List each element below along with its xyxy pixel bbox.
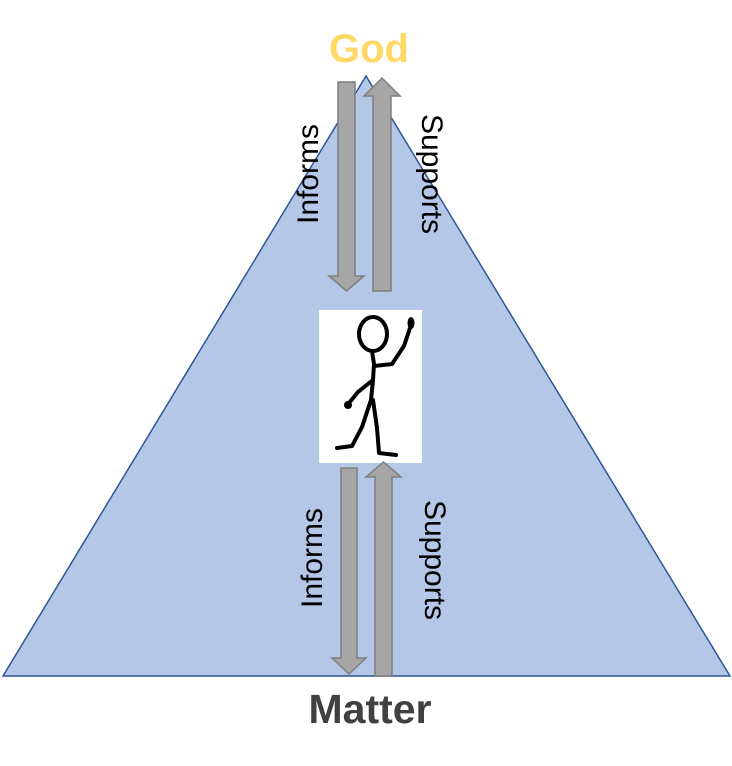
upper-informs-label: Informs: [292, 124, 325, 224]
upper-informs-arrow: [326, 81, 367, 292]
stick-figure-pointing-up-icon: [319, 310, 422, 463]
upper-supports-arrow: [362, 76, 402, 292]
lower-supports-arrow: [363, 461, 404, 677]
bottom-label: Matter: [308, 686, 431, 732]
lower-informs-label: Informs: [296, 508, 329, 608]
lower-informs-arrow: [330, 467, 368, 676]
top-label: God: [329, 27, 409, 71]
lower-supports-label: Supports: [418, 500, 451, 620]
upper-supports-label: Supports: [415, 114, 448, 234]
